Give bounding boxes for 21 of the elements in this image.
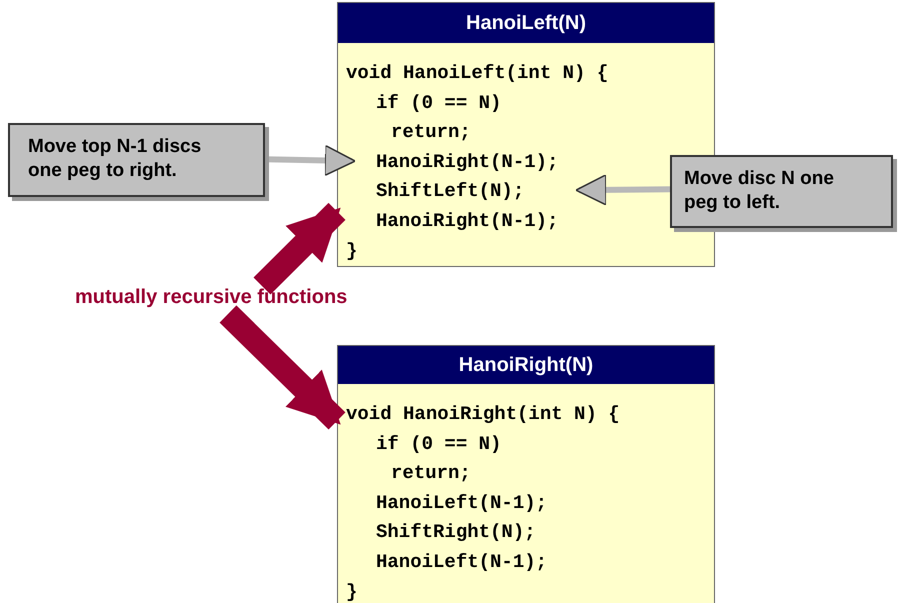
code-line: HanoiRight(N-1); bbox=[376, 209, 558, 233]
block-arrow bbox=[220, 305, 346, 430]
block-arrow bbox=[254, 202, 346, 294]
code-line: } bbox=[346, 580, 358, 603]
title-bar: HanoiRight(N) bbox=[338, 346, 714, 384]
code-box bbox=[337, 345, 715, 603]
code-line: HanoiLeft(N-1); bbox=[376, 490, 548, 515]
code-line: HanoiLeft(N-1); bbox=[376, 550, 548, 574]
annotation-text: mutually recursive functions bbox=[75, 286, 415, 314]
code-line: ShiftLeft(N); bbox=[376, 179, 524, 204]
title-bar: HanoiLeft(N) bbox=[338, 3, 714, 43]
code-line: HanoiRight(N-1); bbox=[376, 150, 558, 174]
code-line: void HanoiLeft(int N) { bbox=[346, 61, 608, 85]
code-line: if (0 == N) bbox=[376, 432, 502, 456]
code-line: } bbox=[346, 238, 358, 263]
code-line: return; bbox=[391, 461, 471, 486]
code-line: void HanoiRight(int N) { bbox=[346, 402, 620, 426]
arrow bbox=[575, 174, 670, 206]
code-line: ShiftRight(N); bbox=[376, 520, 536, 544]
code-line: if (0 == N) bbox=[376, 90, 502, 115]
code-line: return; bbox=[391, 120, 471, 144]
